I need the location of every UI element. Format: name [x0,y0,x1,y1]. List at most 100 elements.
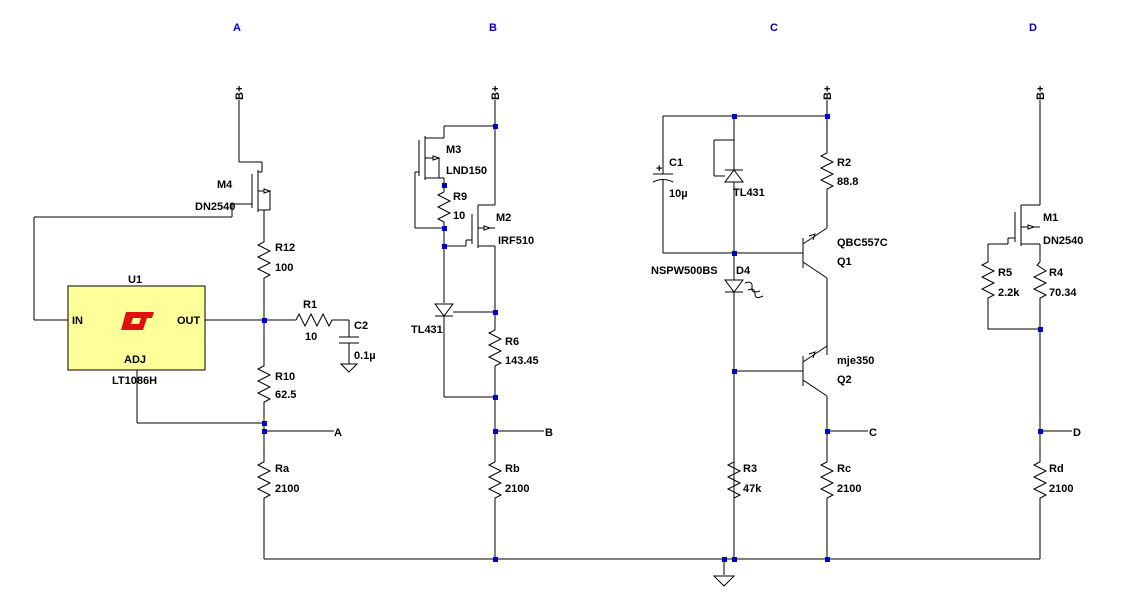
led-d4 [724,253,764,559]
output-label-c: C [869,427,877,439]
rc-value: 2100 [837,483,861,495]
rb-value: 2100 [505,483,529,495]
section-c: + C1 10µ TL431 R2 88.8 QBC557C Q1 [651,100,888,562]
resistor-ra [256,431,272,559]
c1-value: 10µ [669,188,688,200]
m2-value: IRF510 [498,235,534,247]
r3-value: 47k [743,483,762,495]
resistor-rc [819,431,835,559]
section-header-a: A [233,22,241,34]
m4-value: DN2540 [195,201,235,213]
r1-value: 10 [305,331,317,343]
section-header-d: D [1029,22,1037,34]
ra-value: 2100 [275,483,299,495]
d4-ref: D4 [736,265,751,277]
r9-value: 10 [453,210,465,222]
supply-label-c: B+ [822,86,834,100]
node [262,318,267,323]
r4-ref: R4 [1049,267,1064,279]
resistor-r4 [1032,261,1048,431]
r10-ref: R10 [275,371,295,383]
mosfet-m1 [988,204,1041,262]
r5-value: 2.2k [998,287,1020,299]
m1-value: DN2540 [1043,235,1083,247]
supply-label-b: B+ [490,86,502,100]
r12-value: 100 [275,262,293,274]
lt-logo-icon [121,312,154,330]
r3-ref: R3 [743,463,757,475]
resistor-r6 [487,312,503,431]
resistor-r12 [256,236,272,320]
supply-labels: B+ B+ B+ B+ [234,86,1047,100]
r9-ref: R9 [453,191,467,203]
q1-ref: Q1 [837,256,852,268]
section-a: M4 DN2540 U1 IN OUT ADJ LT1086H R12 100 … [33,100,376,559]
r6-value: 143.45 [505,355,539,367]
u1-pin-in: IN [72,315,83,327]
q2-ref: Q2 [837,374,852,386]
r1-ref: R1 [303,299,317,311]
r5-ref: R5 [998,267,1012,279]
u1-pin-adj: ADJ [124,354,146,366]
transistor-q1 [734,227,828,355]
m4-ref: M4 [217,179,233,191]
output-label-a: A [334,427,342,439]
resistor-r2 [819,116,835,228]
d4-value: NSPW500BS [651,265,718,277]
m1-ref: M1 [1043,212,1058,224]
ra-ref: Ra [275,463,290,475]
supply-label-d: B+ [1035,86,1047,100]
supply-label-a: B+ [234,86,246,100]
q2-value: mje350 [837,355,874,367]
m2-ref: M2 [496,212,511,224]
r6-ref: R6 [505,336,519,348]
r4-value: 70.34 [1049,287,1077,299]
section-header-c: C [770,22,778,34]
output-label-d: D [1073,427,1081,439]
resistor-r5 [980,244,1040,330]
c2-ref: C2 [354,320,368,332]
c1-ref: C1 [669,157,683,169]
q1-value: QBC557C [837,237,888,249]
shunt-regulator-tl431-c [713,116,744,253]
r2-ref: R2 [837,157,851,169]
resistor-r1 [295,312,349,328]
rc-ref: Rc [837,463,851,475]
ground-symbol [712,575,736,587]
rd-ref: Rd [1049,463,1064,475]
u1-pin-out: OUT [177,315,201,327]
u1-value: LT1086H [112,375,157,387]
node [262,429,267,434]
r2-value: 88.8 [837,176,858,188]
node [262,421,267,426]
resistor-r10 [256,320,272,431]
rd-value: 2100 [1049,483,1073,495]
rb-ref: Rb [505,463,520,475]
transistor-q2 [734,345,828,431]
section-d: M1 DN2540 R5 2.2k R4 70.34 D Rd 2100 [980,100,1083,559]
shunt-regulator-tl431-b [434,303,495,397]
svg-text:+: + [656,163,662,175]
r12-ref: R12 [275,242,295,254]
tl431-c-ref: TL431 [733,187,765,199]
m3-value: LND150 [446,165,487,177]
mosfet-m3 [414,126,445,229]
ground-bus [264,558,1040,587]
section-headers: A B C D [233,22,1037,34]
c2-value: 0.1µ [354,350,376,362]
mosfet-m4 [34,161,272,236]
resistor-rd [1032,431,1048,559]
section-header-b: B [489,22,497,34]
capacitor-c2 [339,320,359,373]
u1-ref: U1 [128,274,142,286]
resistor-rb [487,431,503,559]
output-label-b: B [545,427,553,439]
m3-ref: M3 [446,144,461,156]
capacitor-c1: + [652,116,734,254]
section-b: M3 LND150 R9 10 M2 IRF510 [411,100,553,562]
mosfet-m2 [444,204,496,312]
tl431-b-ref: TL431 [411,324,443,336]
r10-value: 62.5 [275,389,296,401]
resistor-r9 [436,185,452,228]
